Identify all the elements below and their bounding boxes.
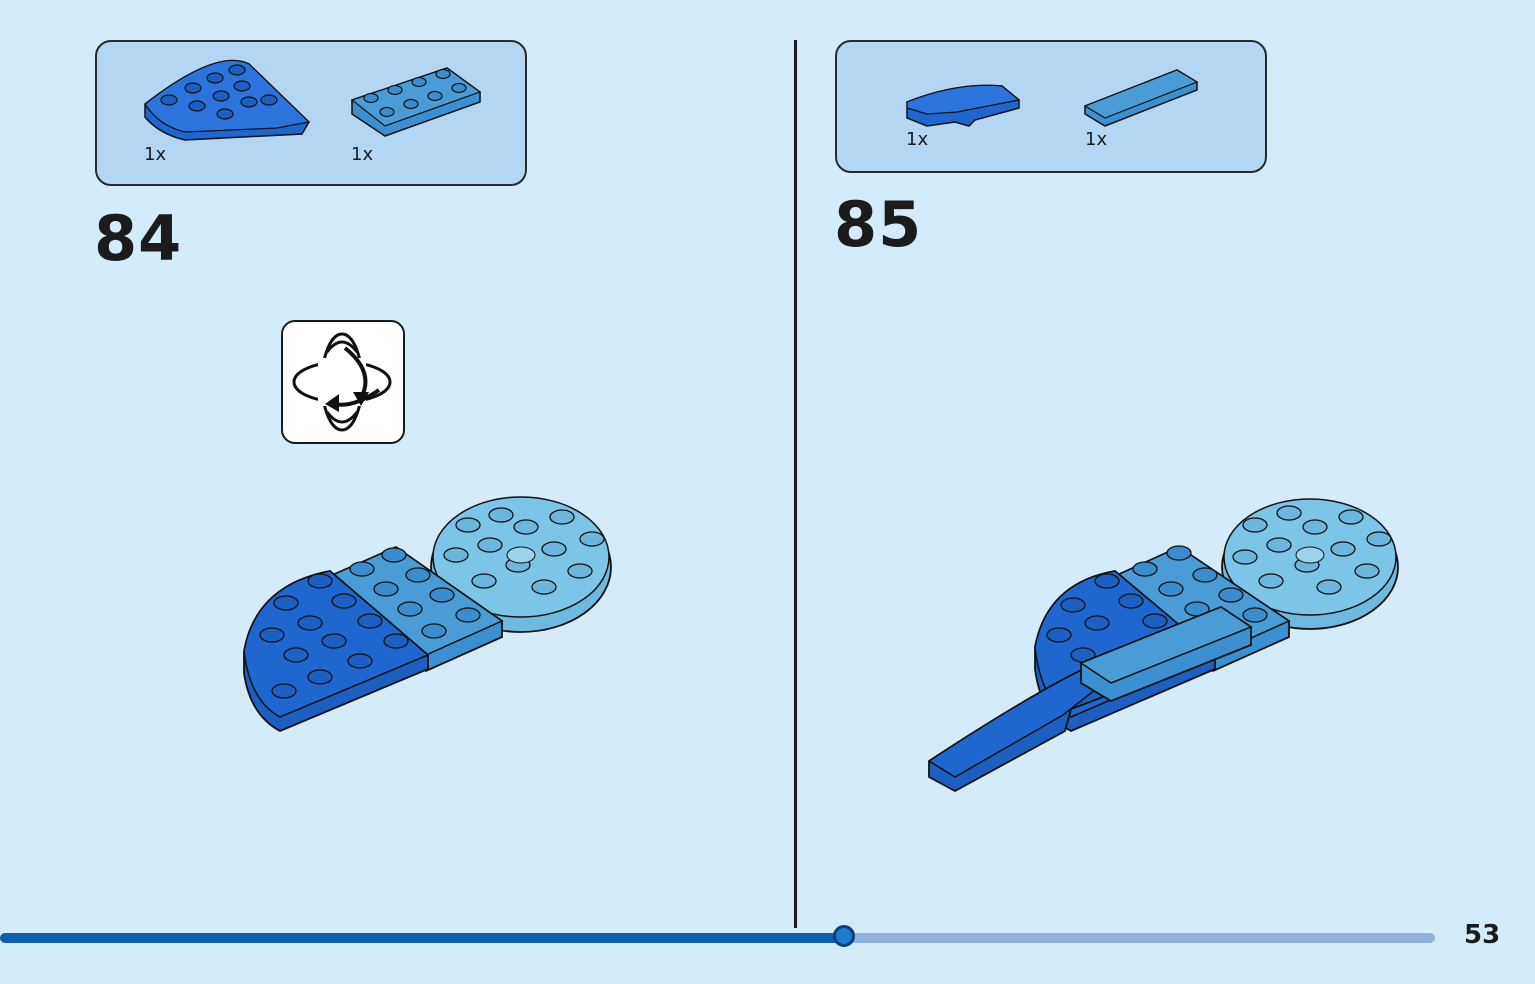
step-number: 85 bbox=[834, 188, 923, 261]
tile-1x4-part bbox=[1079, 605, 1253, 703]
page-number: 53 bbox=[1464, 920, 1501, 950]
progress-indicator-knob bbox=[833, 925, 855, 947]
plate-2x4-icon bbox=[350, 67, 482, 137]
page-divider bbox=[794, 40, 797, 928]
progress-fill bbox=[0, 933, 844, 943]
part-quantity: 1x bbox=[144, 144, 167, 165]
plate-2x4-part bbox=[326, 545, 504, 673]
part-quantity: 1x bbox=[906, 129, 929, 150]
quarter-round-plate-icon bbox=[144, 59, 311, 141]
parts-callout-step-84: 1x 1x bbox=[95, 40, 527, 186]
model-assembly-step-85 bbox=[927, 498, 1399, 793]
parts-callout-step-85: 1x 1x bbox=[835, 40, 1267, 173]
rotate-model-indicator bbox=[281, 320, 405, 444]
progress-bar bbox=[0, 925, 1435, 947]
curved-slope-icon bbox=[906, 84, 1021, 127]
tile-1x4-icon bbox=[1083, 69, 1199, 127]
step-number: 84 bbox=[94, 202, 183, 275]
part-quantity: 1x bbox=[1085, 129, 1108, 150]
round-plate-part bbox=[430, 496, 612, 633]
round-plate-part bbox=[1221, 498, 1399, 630]
model-assembly-step-84 bbox=[243, 496, 612, 732]
parts-callout-art bbox=[906, 69, 1199, 127]
parts-callout-art bbox=[144, 59, 482, 141]
curved-slope-part bbox=[927, 659, 1121, 793]
rotate-model-icon bbox=[292, 332, 392, 432]
quarter-round-plate-part bbox=[243, 570, 430, 732]
part-quantity: 1x bbox=[351, 144, 374, 165]
